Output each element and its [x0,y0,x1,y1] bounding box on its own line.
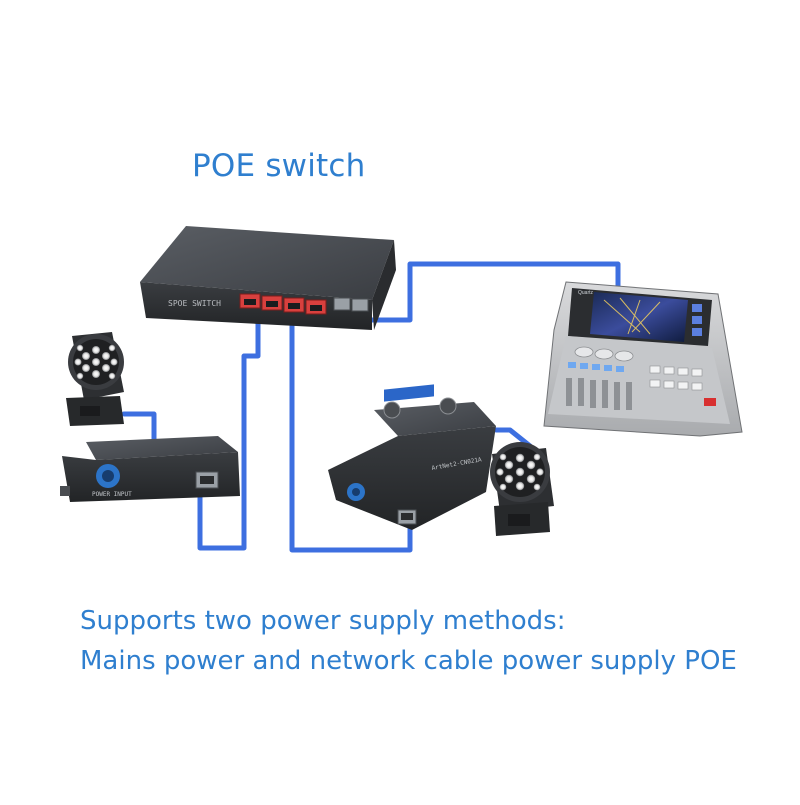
moving-head-light-right [490,442,554,536]
diagram-title: POE switch [192,148,366,184]
cable-switch-to-center-box [289,309,413,553]
left-box-label: POWER INPUT [92,491,132,498]
cable-left-box-to-light [121,411,157,445]
cable-switch-to-left-box [197,309,261,551]
decoder-box-left: POWER INPUT [60,436,240,502]
caption-line-2: Mains power and network cable power supp… [80,646,737,676]
decoder-box-center: ArtNet2-CN021A [328,384,496,530]
console-brand: Quartz [578,290,594,296]
switch-uplink-ports [333,297,369,312]
poe-switch: SPOE SWITCH [140,226,396,330]
cable-center-box-to-light [493,427,533,449]
lighting-console: Quartz [543,281,743,437]
switch-label: SPOE SWITCH [168,299,221,308]
moving-head-light-left [66,332,124,426]
caption-line-1: Supports two power supply methods: [80,606,566,636]
